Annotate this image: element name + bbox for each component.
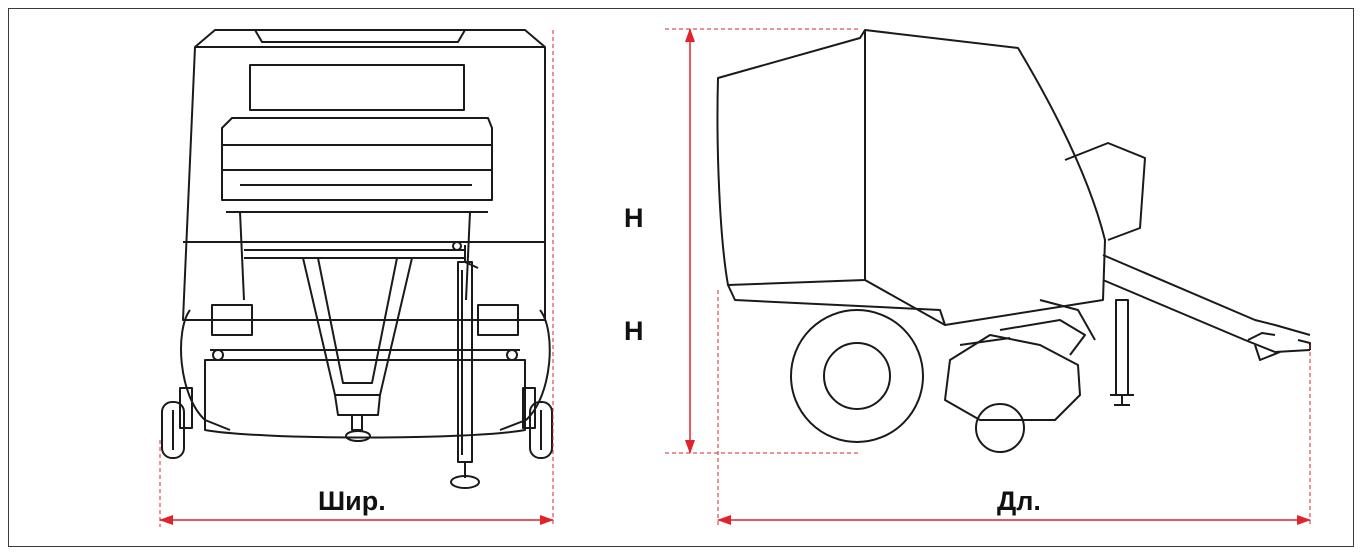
height-dimension [665,28,860,454]
width-label: Шир. [318,486,386,516]
diagram-frame [8,8,1354,547]
length-label: Дл. [997,486,1041,516]
height-label-lower: H [624,316,644,346]
height-label-upper: H [624,203,644,233]
front-view-drawing [161,29,553,489]
width-dimension [159,30,554,527]
length-dimension [717,290,1311,527]
side-view-drawing [716,29,1311,453]
